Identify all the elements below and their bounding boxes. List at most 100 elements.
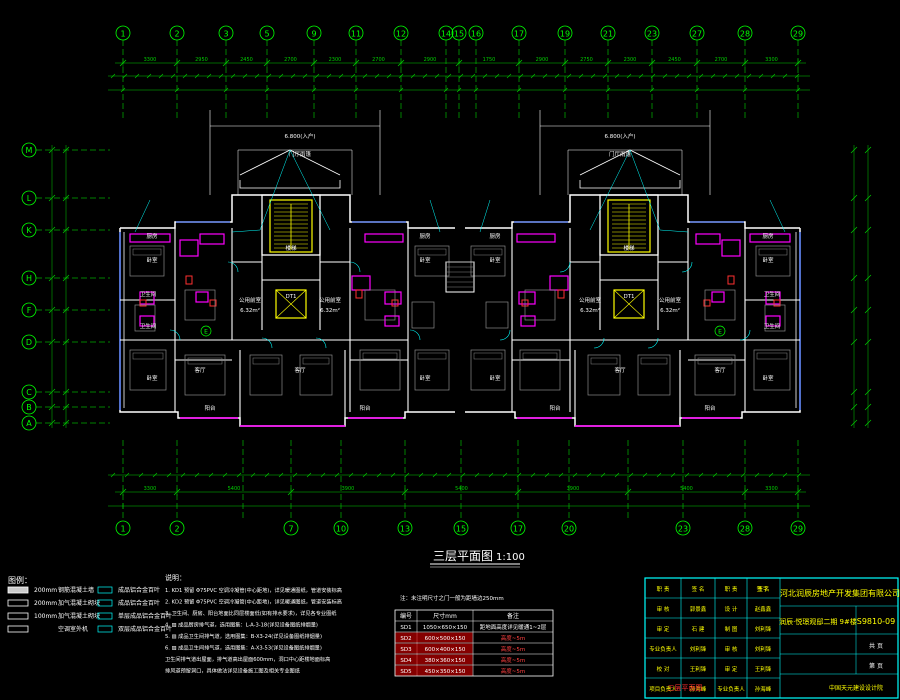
grid-label-side: B [26,403,32,412]
hole-table-cell: SD5 [400,669,412,675]
furniture [364,289,396,321]
grid-label-side: M [26,146,33,155]
room-label: 厨房 [489,232,501,240]
legend-desc2: 双层成品铝合金百叶 [118,625,172,633]
dimension-text: 3300 [765,57,778,63]
note-line: 5. ▨ 成品卫生间排气道，选用图集：B-X3-24(详见设备图纸排烟量) [165,632,322,640]
title-name: 石 建 [692,625,705,633]
furniture-detail [590,357,618,365]
title-name: 孙海峰 [755,685,772,693]
grid-label-side: H [26,274,32,283]
hole-table-highlight [395,665,473,676]
stair-flight [269,199,313,253]
grid-bubble-top [393,25,409,41]
leader-line [429,199,441,233]
legend-desc2: 单层成品铝合金百叶 [118,612,172,620]
furniture [134,304,156,332]
furniture-detail [187,357,223,365]
title-role: 专业负责人 [717,685,745,693]
furniture [755,245,791,277]
legend-desc: 钢筋混凝土墙 [58,586,94,594]
hole-table-cell: 高度~5m [501,667,525,675]
furniture-detail [417,248,447,256]
hole-table-cell: 高度~5m [501,656,525,664]
legend-swatch [97,586,113,594]
kitchen-fixture [695,233,721,245]
grid-label-top: 21 [603,30,613,39]
title-role: 审 核 [657,605,670,613]
title-sheet-no: 第 页 [869,662,883,670]
legend-swatch [97,612,113,620]
grid-label-side: C [26,388,32,397]
room-label: 客厅 [194,366,206,374]
grid-label-top: 1 [120,30,125,39]
door-swing [499,329,511,341]
title-drawing-no: S9810-09 [857,617,896,626]
furniture [129,245,165,277]
grid-bubble-top [644,25,660,41]
grid-label-bottom: 20 [564,525,574,534]
room-label: 卧室 [146,256,158,264]
grid-label-top: 12 [396,30,406,39]
grid-bubble-side [21,399,37,415]
grid-label-top: 11 [351,30,361,39]
note-line: 2. KD2 预留 Φ75PVC 空调冷凝管(中心距地)，详见暖通图纸，管道安装… [165,598,342,606]
room-label: 门厅雨篷 [289,150,312,158]
furniture-detail [302,357,330,365]
door-swing [647,337,659,349]
grid-bubble-side [21,334,37,350]
grid-bubble-bottom [510,520,526,536]
room-label: 卫生间 [140,290,157,298]
title-company: 河北润辰房地产开发集团有限公司 [780,588,900,598]
exhaust-duct [185,275,193,285]
dimension-text: 3300 [765,486,778,492]
title-role: 制 图 [725,625,738,633]
dimension-text: 5400 [455,486,468,492]
room-label: 6.32m² [580,307,600,314]
grid-label-bottom: 15 [456,525,466,534]
furniture-detail [473,248,503,256]
kitchen-fixture [711,291,725,303]
kitchen-fixture [518,291,536,305]
dimension-text: 2300 [624,57,637,63]
room-label: 公用前室 [579,296,602,304]
furniture [184,289,216,321]
kitchen-fixture [520,315,536,327]
legend-line-size: 100mm [34,613,57,620]
title-project: 润辰·悦璟观邸二期 9#楼 [779,617,857,626]
title-role: 审 定 [657,625,670,633]
grid-label-bottom: 29 [793,525,803,534]
furniture [753,349,791,391]
door-swing [593,337,605,349]
grid-bubble-top [438,25,454,41]
dimension-text: 2300 [329,57,342,63]
dimension-text: 2700 [372,57,385,63]
hole-table-header: 备注 [507,612,519,620]
grid-label-bottom: 23 [678,525,688,534]
drawing-title-scale: 1:100 [496,552,525,563]
furniture [637,354,671,396]
room-label: 客厅 [714,366,726,374]
title-name: 郭景鑫 [690,605,707,613]
door-swing [681,261,693,273]
title-role: 职 责 [725,585,738,593]
title-sheet-total: 共 页 [869,642,883,650]
furniture [524,289,556,321]
grid-label-side: K [26,226,32,235]
kitchen-fixture [195,291,209,303]
leader-line [134,199,151,233]
furniture-detail [522,352,558,360]
room-label: 卧室 [762,374,774,382]
door-swing [169,329,181,341]
grid-label-top: 14 [441,30,451,39]
grid-label-top: 23 [647,30,657,39]
legend-heading: 图例： [8,575,32,585]
grid-label-top: 15 [454,30,464,39]
room-label: 6.800(入户) [604,132,635,140]
title-role: 职 责 [657,585,670,593]
room-label: 阳台 [359,404,371,412]
grid-bubble-side [21,222,37,238]
furniture [519,349,561,391]
legend-line-size: 200mm [34,587,57,594]
